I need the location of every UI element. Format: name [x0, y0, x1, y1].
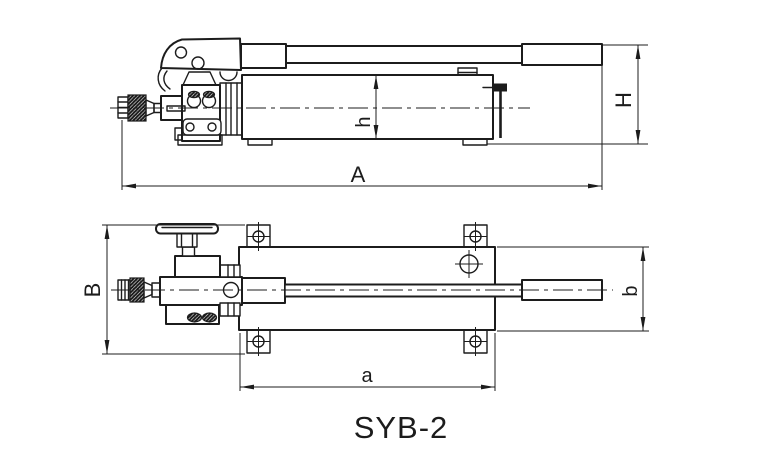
lever-head	[160, 37, 242, 71]
t-knob	[155, 223, 219, 235]
screw-head-2	[201, 312, 218, 323]
dim-h-label: h	[353, 116, 375, 127]
lever-hole-2	[191, 56, 205, 70]
port-block-upper	[219, 264, 241, 278]
lever-elbow	[240, 43, 287, 69]
pump-head-plan	[159, 264, 243, 325]
mount-tab-bottom-right	[463, 327, 488, 356]
lever-yoke	[182, 71, 217, 86]
handle-grip-side	[521, 43, 603, 66]
foot-right-side	[462, 138, 488, 146]
valve-collar	[181, 246, 196, 257]
dimension-H: H	[487, 44, 648, 145]
foot-left-side	[247, 138, 273, 146]
pivot-arc-outer	[157, 67, 166, 92]
dimension-B: B	[80, 224, 245, 355]
dim-A-label: A	[351, 162, 366, 187]
plan-view: B a b	[80, 222, 649, 391]
clamp-rings-side	[219, 82, 243, 136]
dim-B-label: B	[80, 283, 105, 298]
screw-head-1	[186, 312, 203, 323]
filler-hole-plan	[455, 250, 483, 278]
port-block-lower	[219, 302, 241, 317]
dim-b-label: b	[620, 285, 642, 296]
lever-clearance-arc	[219, 71, 238, 82]
mount-tab-top-right	[463, 222, 488, 251]
valve-body-plan	[174, 255, 221, 278]
dim-H-label: H	[611, 92, 636, 108]
lever-hole-1	[174, 46, 188, 59]
dimension-b: b	[497, 246, 649, 332]
dimension-a: a	[239, 333, 496, 391]
model-title: SYB-2	[354, 410, 449, 445]
reservoir-side	[241, 74, 494, 140]
filler-cap-side	[457, 67, 478, 76]
handle-clip-pin	[482, 83, 507, 138]
head-block-plan	[159, 276, 243, 306]
dim-a-label: a	[361, 365, 373, 387]
mount-tab-top-left	[246, 222, 271, 251]
pivot-arc-inner	[163, 70, 171, 90]
dimension-A: A	[121, 65, 603, 190]
valve-stem	[176, 232, 198, 248]
lever-handle-side	[157, 37, 603, 92]
dimension-h: h	[353, 75, 379, 139]
release-valve-plan	[155, 223, 221, 278]
side-elevation-view: h H A	[110, 37, 648, 190]
pump-head-side	[160, 84, 223, 146]
mount-tab-bottom-left	[246, 327, 271, 356]
